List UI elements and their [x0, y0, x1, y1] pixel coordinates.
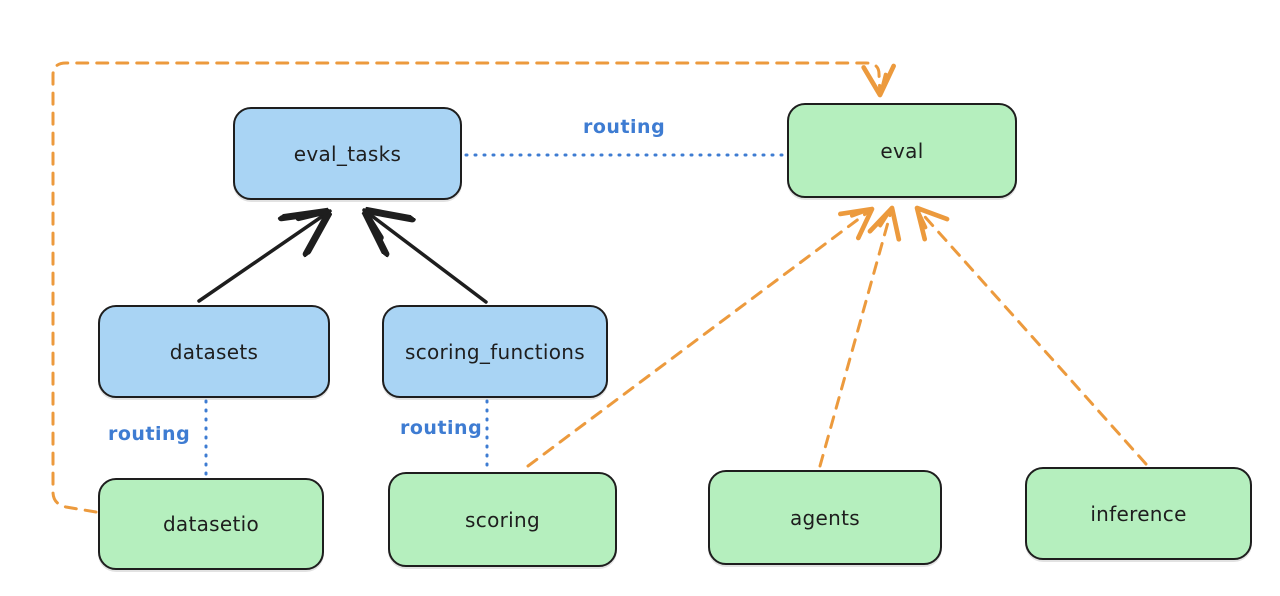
- edge-label-routing-datasets-datasetio: routing: [108, 423, 191, 445]
- edge-label-routing-eval-tasks-eval: routing: [583, 116, 666, 138]
- node-agents: agents: [708, 470, 942, 565]
- edge-label-routing-scoring-functions-scoring: routing: [400, 417, 483, 439]
- edge-agents-to-eval: [818, 205, 902, 468]
- node-scoring-functions: scoring_functions: [382, 305, 608, 398]
- node-scoring: scoring: [388, 472, 617, 567]
- edge-scoring-functions-to-eval-tasks: [364, 210, 488, 304]
- edge-inference-to-eval: [914, 205, 1148, 466]
- edge-datasets-to-eval-tasks: [197, 211, 330, 303]
- node-inference: inference: [1025, 467, 1252, 560]
- node-eval-tasks: eval_tasks: [233, 107, 462, 200]
- node-datasets: datasets: [98, 305, 330, 398]
- node-datasetio: datasetio: [98, 478, 324, 570]
- node-eval: eval: [787, 103, 1017, 198]
